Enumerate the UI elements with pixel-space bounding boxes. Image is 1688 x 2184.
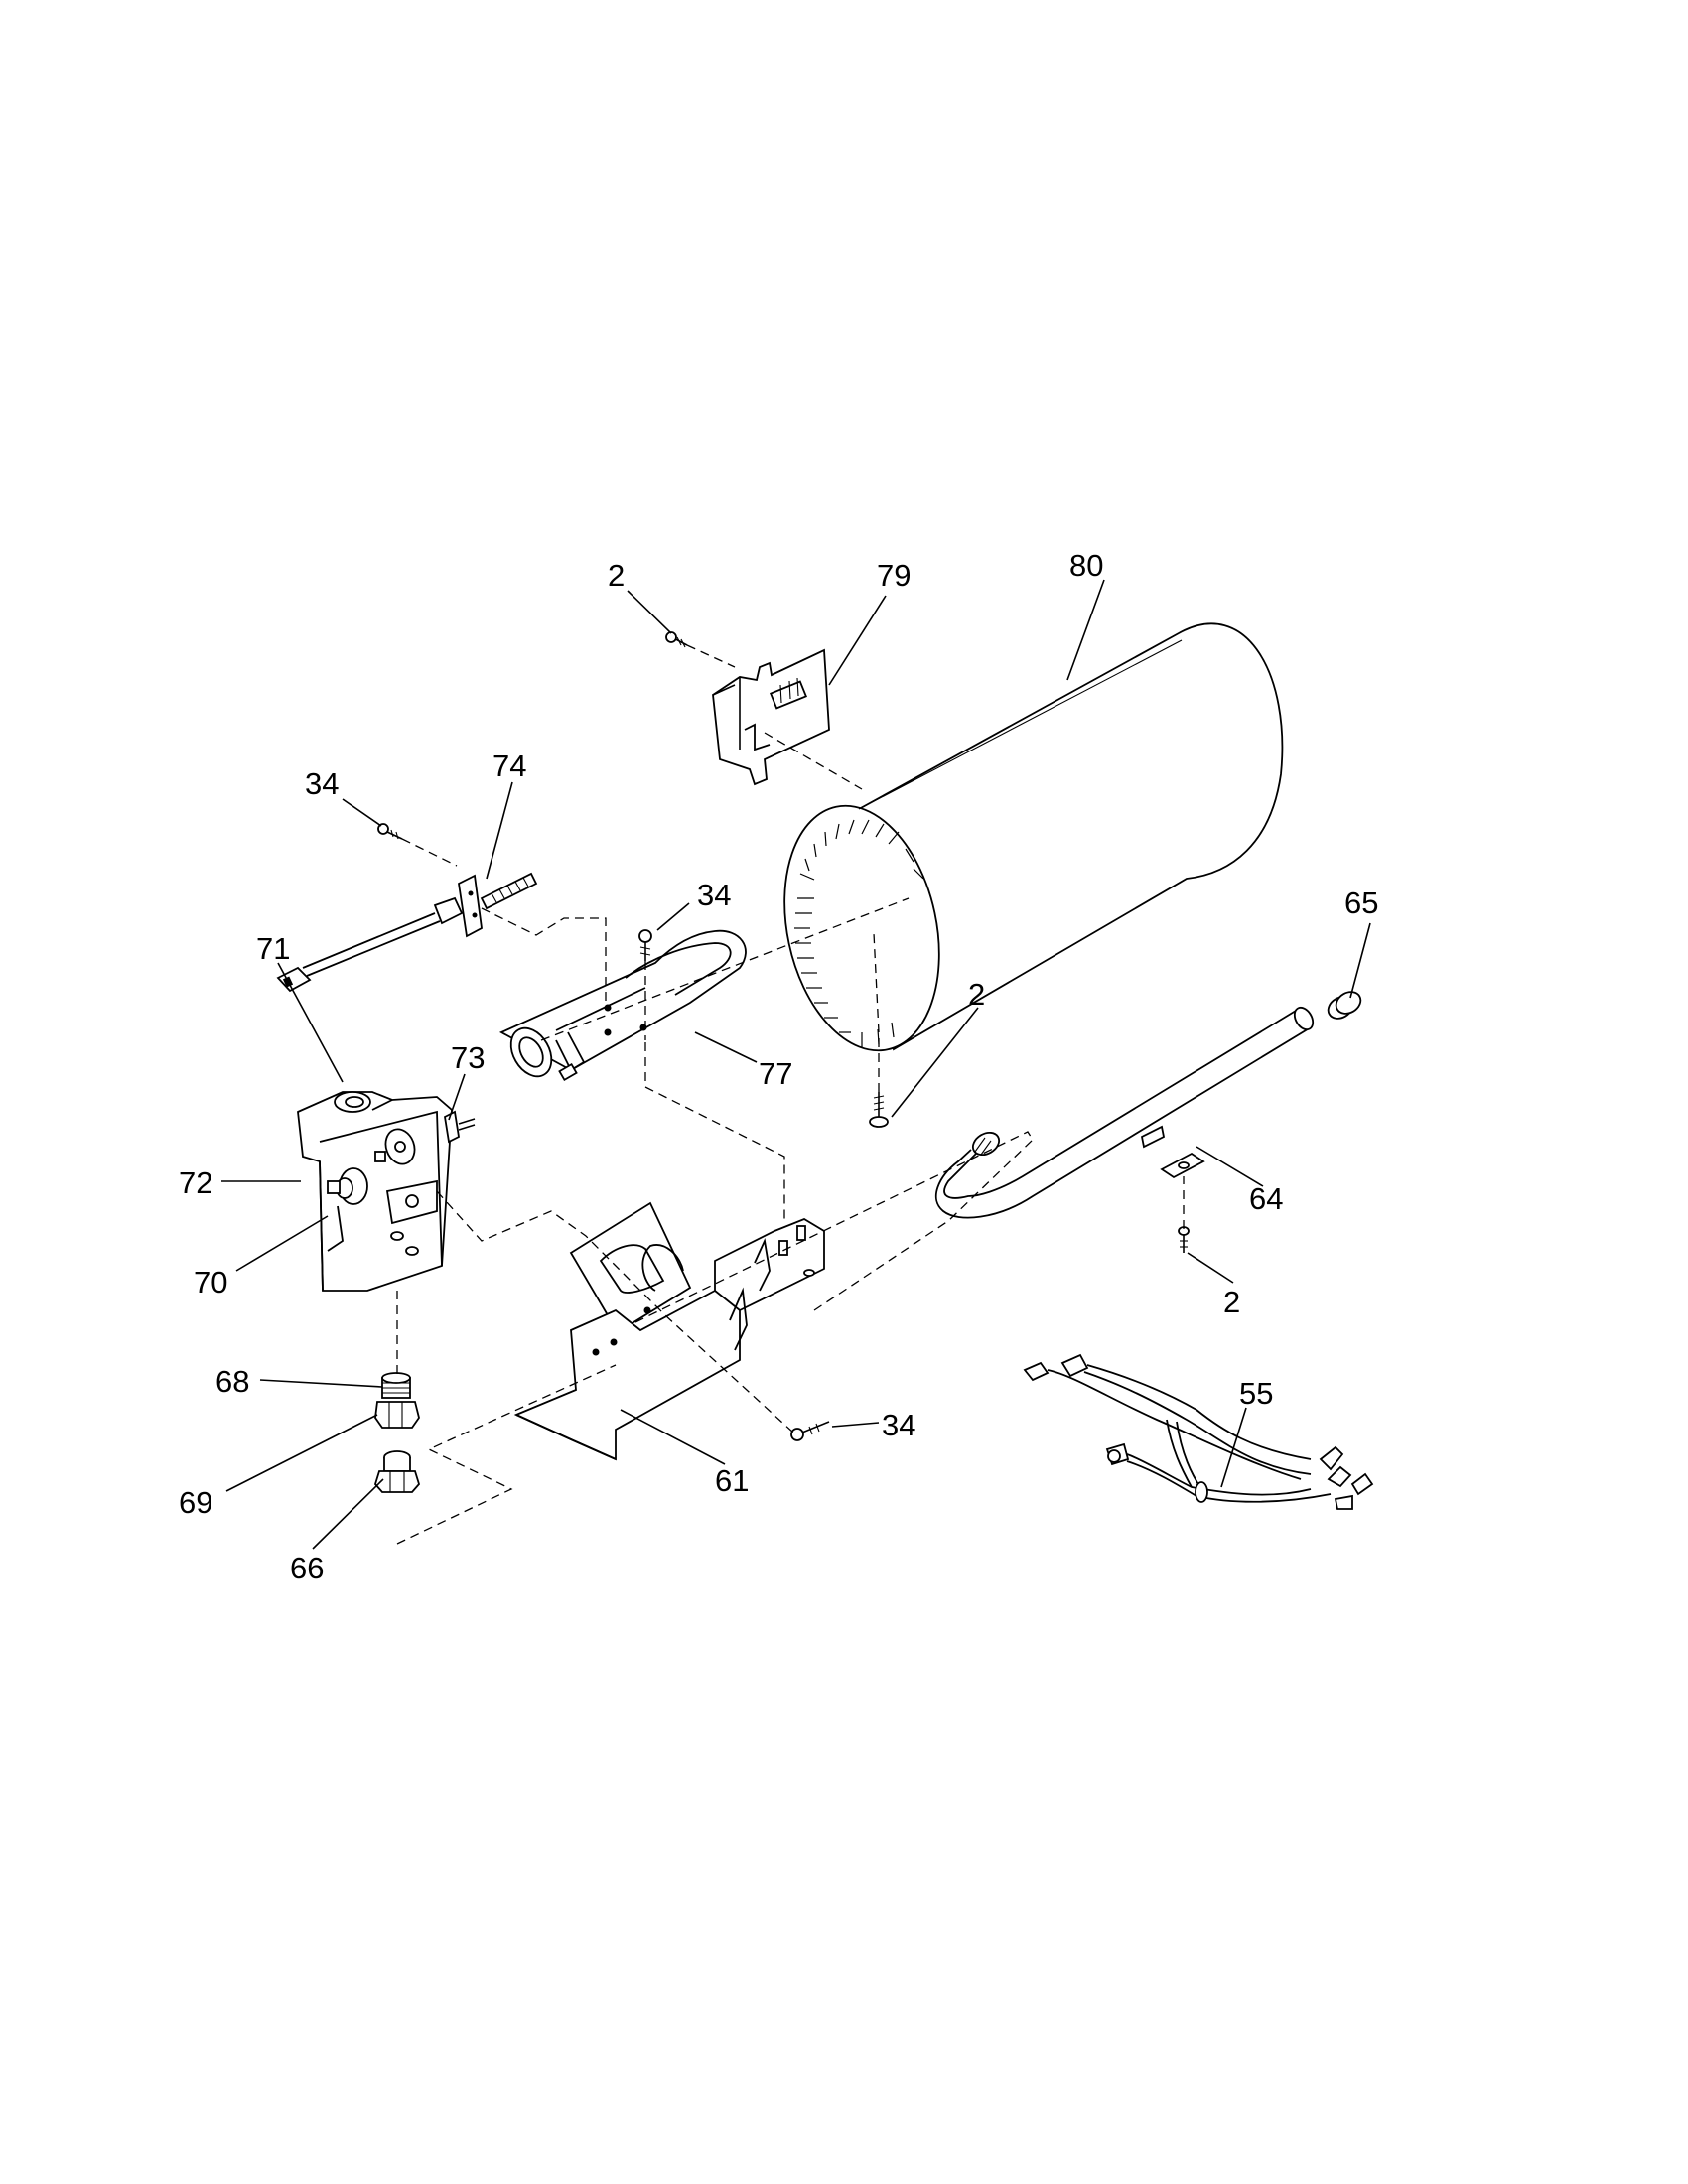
leader-lines [221, 579, 1371, 1550]
assembly-lines [396, 644, 1185, 1545]
part-61-burner-bracket [513, 1201, 825, 1461]
callout-2-tube: 2 [1223, 1285, 1240, 1319]
callout-65: 65 [1344, 886, 1378, 920]
screw-34-bracket [790, 1421, 830, 1441]
callout-64: 64 [1249, 1181, 1283, 1216]
callout-34-bracket: 34 [882, 1408, 915, 1442]
callout-61: 61 [715, 1463, 749, 1498]
drum-rim-hatching [794, 819, 924, 1047]
part-70-gas-valve [297, 1091, 476, 1292]
callout-55: 55 [1239, 1376, 1273, 1411]
callout-labels: 2 79 80 34 74 34 65 71 73 2 77 72 64 70 … [179, 548, 1378, 1585]
callout-79: 79 [877, 558, 911, 593]
part-64-manifold-pipe [934, 1006, 1315, 1219]
callout-34-burner: 34 [697, 878, 731, 912]
part-68-orifice [381, 1372, 411, 1399]
callout-66: 66 [290, 1551, 324, 1585]
callout-72: 72 [179, 1165, 212, 1200]
part-79-flame-sensor [712, 648, 830, 786]
callout-74: 74 [492, 749, 526, 783]
part-74-ignitor [276, 872, 538, 993]
callout-34-ignitor: 34 [305, 766, 339, 801]
callout-2-drum: 2 [968, 977, 985, 1012]
part-80-combustion-drum [783, 622, 1284, 1052]
callout-2-screw-top: 2 [608, 558, 625, 593]
callout-71: 71 [256, 931, 290, 966]
part-69-fitting [374, 1401, 420, 1429]
part-65-grommet [1327, 991, 1362, 1020]
part-66-plug [373, 1450, 421, 1493]
callout-73: 73 [451, 1040, 485, 1075]
screw-2-tube [1178, 1226, 1190, 1253]
screw-34-ignitor [377, 823, 403, 840]
callout-80: 80 [1069, 548, 1103, 583]
part-55-wire-harness [1023, 1353, 1374, 1510]
callout-68: 68 [215, 1364, 249, 1399]
callout-77: 77 [759, 1056, 792, 1091]
screw-2-drum [869, 1092, 889, 1128]
callout-69: 69 [179, 1485, 212, 1520]
callout-70: 70 [194, 1265, 227, 1299]
ignitor-coil [491, 877, 529, 903]
screw-2-top [665, 631, 688, 648]
screw-34-burner [638, 929, 652, 961]
part-77-burner-tube [498, 929, 747, 1082]
